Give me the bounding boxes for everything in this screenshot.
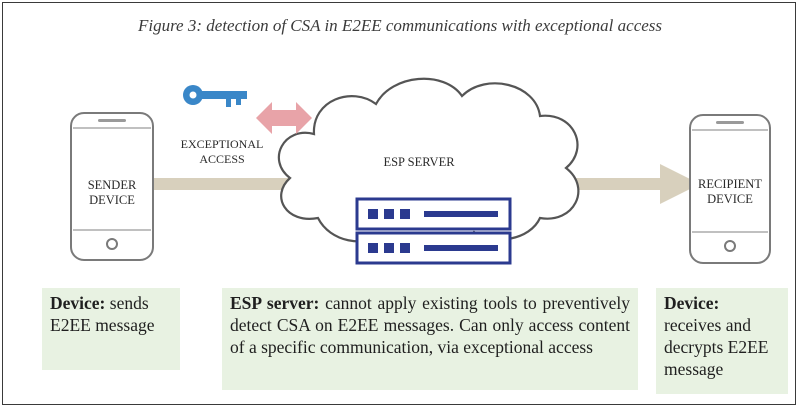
sender-caption: Device: sends E2EE message [42,288,180,370]
sender-device-label-1: SENDER [88,178,137,192]
server-caption: ESP server: cannot apply existing tools … [222,288,638,390]
server-caption-text: cannot apply existing tools to preventiv… [230,293,630,357]
recipient-caption: Device: receives and decrypts E2EE messa… [656,288,788,394]
figure-title: Figure 3: detection of CSA in E2EE commu… [137,16,663,35]
recipient-caption-heading: Device: [664,293,720,313]
sender-caption-text: sends E2EE message [50,293,155,335]
esp-server-label: ESP SERVER [383,155,455,169]
recipient-device-label-2: DEVICE [707,192,753,206]
recipient-phone-icon [689,114,771,264]
sender-caption-heading: Device: [50,293,106,313]
sender-phone-icon [70,112,154,261]
key-icon [183,85,247,107]
exceptional-access-label-2: ACCESS [199,152,244,166]
server-icon [355,197,512,265]
exceptional-access-label-1: EXCEPTIONAL [181,137,264,151]
server-caption-heading: ESP server: [230,293,320,313]
recipient-device-label-1: RECIPIENT [698,177,762,191]
sender-device-label-2: DEVICE [89,193,135,207]
double-arrow-icon [256,102,312,134]
recipient-caption-text: receives and decrypts E2EE message [664,315,769,379]
